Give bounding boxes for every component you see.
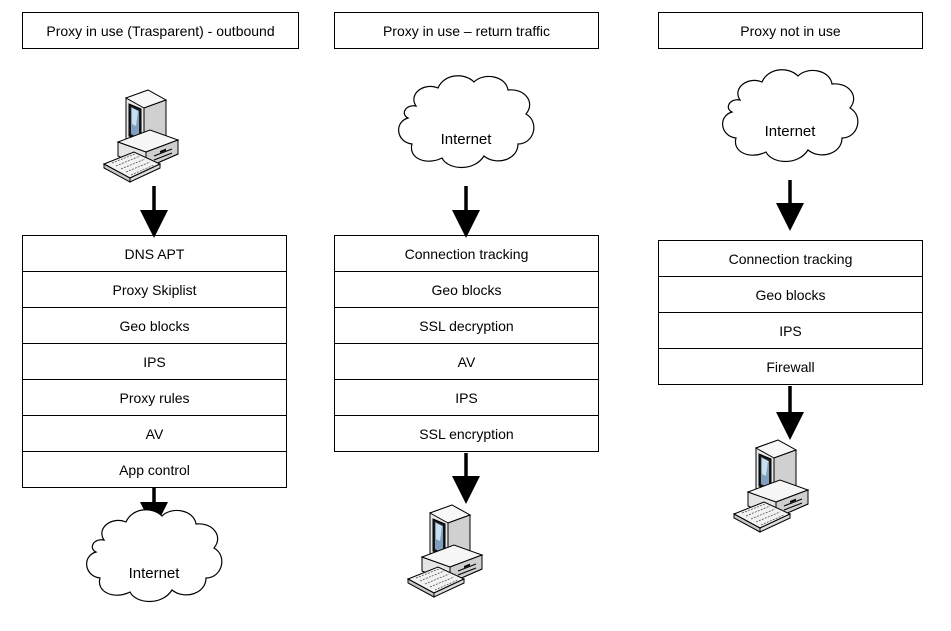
layer-row: Geo blocks (659, 276, 922, 312)
layer-row: SSL decryption (335, 307, 598, 343)
layer-row: IPS (659, 312, 922, 348)
layer-row: Geo blocks (23, 307, 286, 343)
layer-row: App control (23, 451, 286, 487)
layer-row: IPS (335, 379, 598, 415)
computer-icon (733, 439, 809, 533)
cloud-label: Internet (129, 565, 181, 582)
internet-cloud-icon: Internet (86, 509, 223, 603)
layer-row: AV (335, 343, 598, 379)
cloud-label: Internet (765, 123, 817, 140)
computer-icon (407, 504, 483, 598)
layer-row: IPS (23, 343, 286, 379)
layer-row: SSL encryption (335, 415, 598, 451)
layer-row: Proxy rules (23, 379, 286, 415)
computer-icon (103, 89, 179, 183)
internet-cloud-icon: Internet (398, 75, 535, 169)
cloud-label: Internet (441, 131, 493, 148)
layer-row: Firewall (659, 348, 922, 384)
layer-row: Geo blocks (335, 271, 598, 307)
layer-stack-return-traffic: Connection tracking Geo blocks SSL decry… (334, 235, 599, 452)
column-title-return-traffic: Proxy in use – return traffic (334, 12, 599, 49)
layer-row: AV (23, 415, 286, 451)
column-title-not-in-use: Proxy not in use (658, 12, 923, 49)
column-title-outbound: Proxy in use (Trasparent) - outbound (22, 12, 299, 49)
layer-row: Proxy Skiplist (23, 271, 286, 307)
internet-cloud-icon: Internet (722, 69, 859, 163)
layer-stack-not-in-use: Connection tracking Geo blocks IPS Firew… (658, 240, 923, 385)
layer-stack-outbound: DNS APT Proxy Skiplist Geo blocks IPS Pr… (22, 235, 287, 488)
layer-row: Connection tracking (659, 240, 922, 276)
